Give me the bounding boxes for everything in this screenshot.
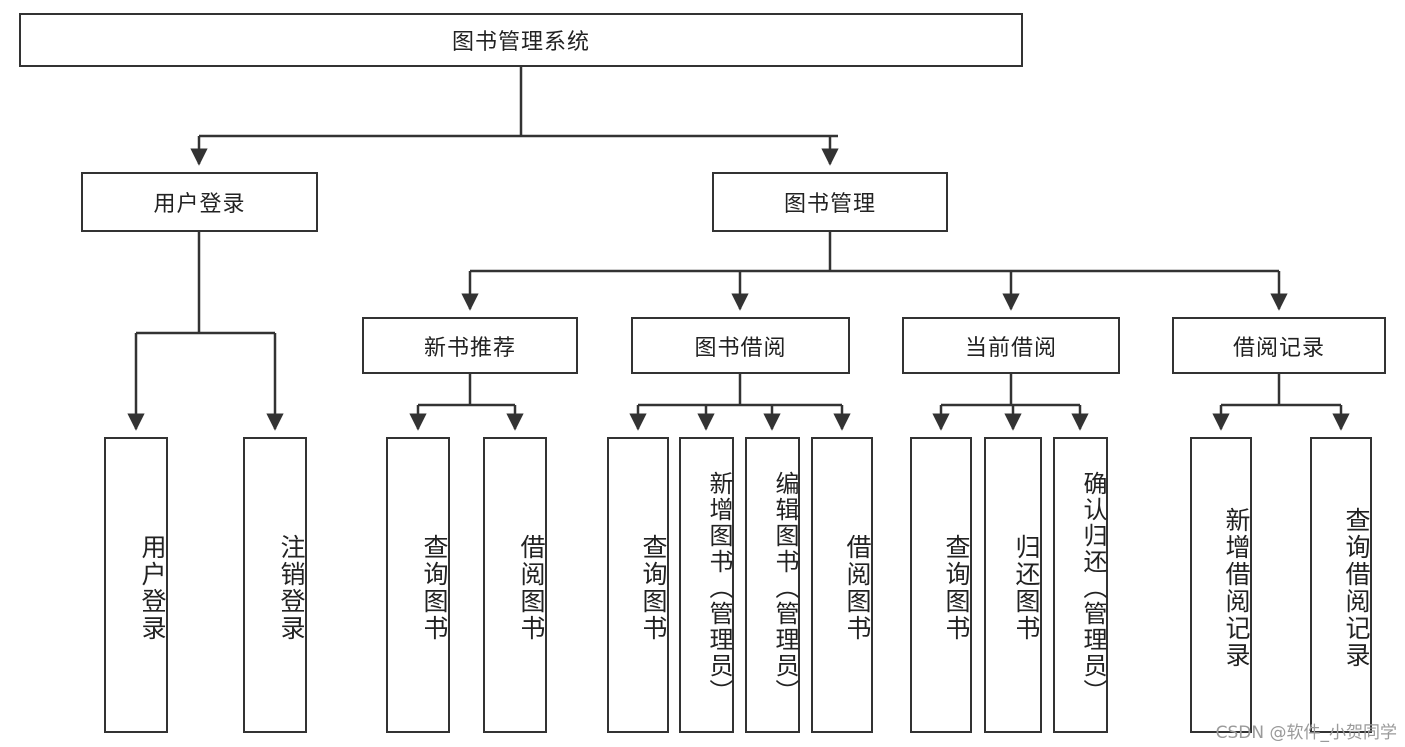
node-leaf-query-record-label: 查询借阅记录	[1342, 507, 1371, 669]
node-leaf-query-record[interactable]: 查询借阅记录	[1310, 437, 1372, 733]
node-leaf-query-book-3[interactable]: 查询图书	[910, 437, 972, 733]
node-leaf-add-book-label: 新增图书（管理员）	[705, 471, 733, 705]
node-leaf-add-record-label: 新增借阅记录	[1222, 507, 1251, 669]
node-leaf-query-book-2[interactable]: 查询图书	[607, 437, 669, 733]
node-leaf-borrow-book-2[interactable]: 借阅图书	[811, 437, 873, 733]
node-leaf-add-book[interactable]: 新增图书（管理员）	[679, 437, 734, 733]
node-leaf-query-book-1[interactable]: 查询图书	[386, 437, 450, 733]
node-leaf-user-login-label: 用户登录	[138, 534, 167, 642]
node-leaf-borrow-book-1[interactable]: 借阅图书	[483, 437, 547, 733]
node-book-borrow-label: 图书借阅	[694, 335, 787, 361]
node-leaf-query-book-1-label: 查询图书	[420, 534, 449, 642]
node-root-label: 图书管理系统	[451, 30, 590, 55]
watermark: CSDN @软件_小贺同学	[1215, 723, 1397, 743]
node-current-borrow-label: 当前借阅	[964, 335, 1057, 361]
node-leaf-confirm-return[interactable]: 确认归还（管理员）	[1053, 437, 1108, 733]
node-user-login-label: 用户登录	[153, 192, 246, 217]
node-book-borrow[interactable]: 图书借阅	[631, 317, 850, 374]
node-current-borrow[interactable]: 当前借阅	[902, 317, 1120, 374]
node-leaf-edit-book-label: 编辑图书（管理员）	[771, 471, 799, 705]
node-leaf-query-book-2-label: 查询图书	[639, 534, 668, 642]
node-root[interactable]: 图书管理系统	[19, 13, 1023, 67]
node-leaf-edit-book[interactable]: 编辑图书（管理员）	[745, 437, 800, 733]
node-user-login[interactable]: 用户登录	[81, 172, 318, 232]
node-leaf-query-book-3-label: 查询图书	[942, 534, 971, 642]
node-leaf-return-book-label: 归还图书	[1012, 534, 1041, 642]
node-borrow-record-label: 借阅记录	[1232, 335, 1325, 361]
node-leaf-return-book[interactable]: 归还图书	[984, 437, 1042, 733]
node-leaf-logout[interactable]: 注销登录	[243, 437, 307, 733]
node-borrow-record[interactable]: 借阅记录	[1172, 317, 1386, 374]
node-leaf-logout-label: 注销登录	[277, 534, 306, 642]
node-book-manage-label: 图书管理	[783, 192, 876, 217]
node-leaf-borrow-book-1-label: 借阅图书	[517, 534, 546, 642]
node-leaf-confirm-return-label: 确认归还（管理员）	[1079, 471, 1107, 705]
node-new-book-recommend[interactable]: 新书推荐	[362, 317, 578, 374]
node-leaf-add-record[interactable]: 新增借阅记录	[1190, 437, 1252, 733]
node-new-book-recommend-label: 新书推荐	[423, 335, 516, 361]
node-leaf-user-login[interactable]: 用户登录	[104, 437, 168, 733]
node-book-manage[interactable]: 图书管理	[712, 172, 948, 232]
node-leaf-borrow-book-2-label: 借阅图书	[843, 534, 872, 642]
